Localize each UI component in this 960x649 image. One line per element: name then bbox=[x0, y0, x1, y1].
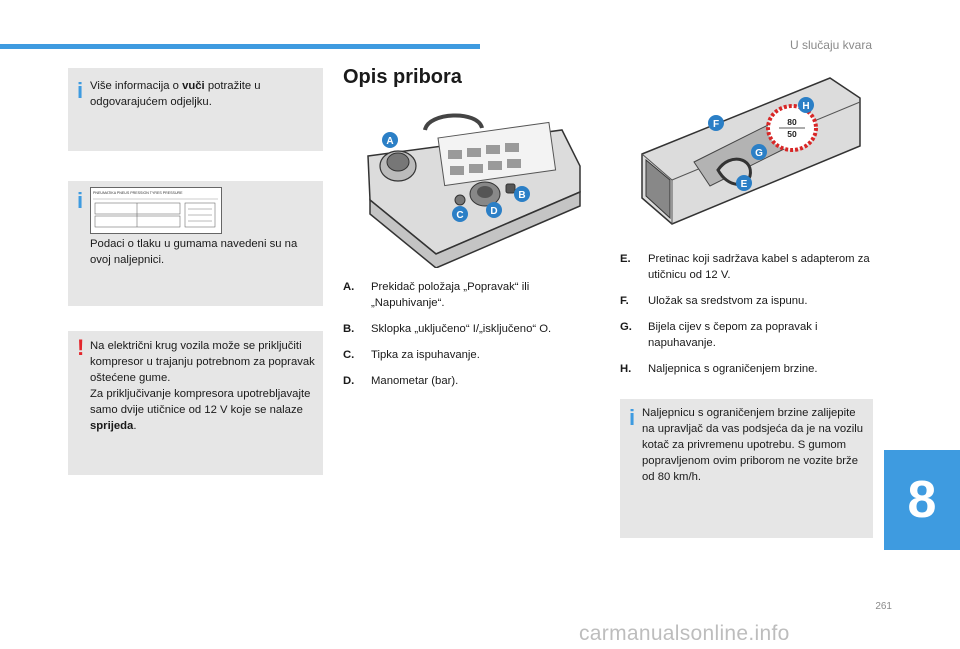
list-item: D.Manometar (bar). bbox=[343, 375, 459, 387]
info-box-speed-label: i Naljepnicu s ograničenjem brzine zalij… bbox=[620, 399, 873, 538]
info-box-speed-text: Naljepnicu s ograničenjem brzine zalijep… bbox=[642, 407, 864, 483]
svg-text:E: E bbox=[741, 179, 748, 190]
list-item: G.Bijela cijev s čepom za popravak i nap… bbox=[620, 321, 818, 349]
instruction-pictograms bbox=[448, 143, 521, 175]
speed-limit-top: 80 bbox=[787, 117, 797, 127]
list-item: E.Pretinac koji sadržava kabel s adapter… bbox=[620, 253, 870, 281]
callout-c: C bbox=[452, 206, 468, 222]
info-box-tyre-label-text: Podaci o tlaku u gumama navedeni su na o… bbox=[90, 238, 298, 266]
info-icon: i bbox=[77, 78, 84, 103]
svg-text:C: C bbox=[456, 210, 463, 221]
info-icon: i bbox=[629, 405, 636, 430]
list-item: A.Prekidač položaja „Popravak“ ili „Napu… bbox=[343, 281, 530, 309]
svg-text:A: A bbox=[386, 136, 393, 147]
info-icon: i bbox=[77, 188, 84, 213]
watermark-text: carmanualsonline.info bbox=[579, 622, 790, 645]
warning-box-compressor: ! Na električni krug vozila može se prik… bbox=[68, 331, 323, 475]
info-box-towing: i Više informacija o vuči potražite u od… bbox=[68, 68, 323, 151]
compressor-illustration: A B C D bbox=[367, 113, 581, 268]
info-box-tyre-label: i PNEUMATIKA PNEUS PRESSION TYRES PRESSU… bbox=[68, 181, 323, 306]
tyre-label-title: PNEUMATIKA PNEUS PRESSION TYRES PRESSURE bbox=[93, 191, 183, 195]
list-item: H.Naljepnica s ograničenjem brzine. bbox=[620, 363, 818, 375]
svg-text:D: D bbox=[490, 206, 497, 217]
chapter-tab: 8 bbox=[884, 450, 960, 550]
info-box-towing-text: Više informacija o vuči potražite u odgo… bbox=[90, 80, 261, 108]
callout-d: D bbox=[486, 202, 502, 218]
svg-text:G: G bbox=[755, 148, 763, 159]
list-item: F.Uložak sa sredstvom za ispunu. bbox=[620, 295, 808, 307]
list-item: B.Sklopka „uključeno“ I/„isključeno“ O. bbox=[343, 323, 552, 335]
section-title: U slučaju kvara bbox=[789, 38, 872, 52]
parts-list-right: E.Pretinac koji sadržava kabel s adapter… bbox=[620, 251, 875, 387]
svg-text:B: B bbox=[518, 190, 525, 201]
parts-list-left: A.Prekidač položaja „Popravak“ ili „Napu… bbox=[343, 279, 593, 399]
speed-limit-bottom: 50 bbox=[787, 129, 797, 139]
callout-e: E bbox=[736, 175, 752, 191]
svg-text:H: H bbox=[802, 101, 809, 112]
page-number: 261 bbox=[875, 601, 892, 612]
warning-box-text: Na električni krug vozila može se priklj… bbox=[90, 340, 315, 432]
callout-b: B bbox=[514, 186, 530, 202]
warning-icon: ! bbox=[77, 335, 85, 360]
tyre-pressure-label-image: PNEUMATIKA PNEUS PRESSION TYRES PRESSURE bbox=[90, 187, 222, 234]
repair-kit-illustration: 80 50 E F G H bbox=[641, 77, 861, 225]
page-heading: Opis pribora bbox=[343, 66, 462, 88]
svg-text:F: F bbox=[713, 119, 719, 130]
callout-a: A bbox=[382, 132, 398, 148]
callout-h: H bbox=[798, 97, 814, 113]
header-accent-bar bbox=[0, 44, 480, 49]
callout-g: G bbox=[751, 144, 767, 160]
list-item: C.Tipka za ispuhavanje. bbox=[343, 349, 480, 361]
callout-f: F bbox=[708, 115, 724, 131]
